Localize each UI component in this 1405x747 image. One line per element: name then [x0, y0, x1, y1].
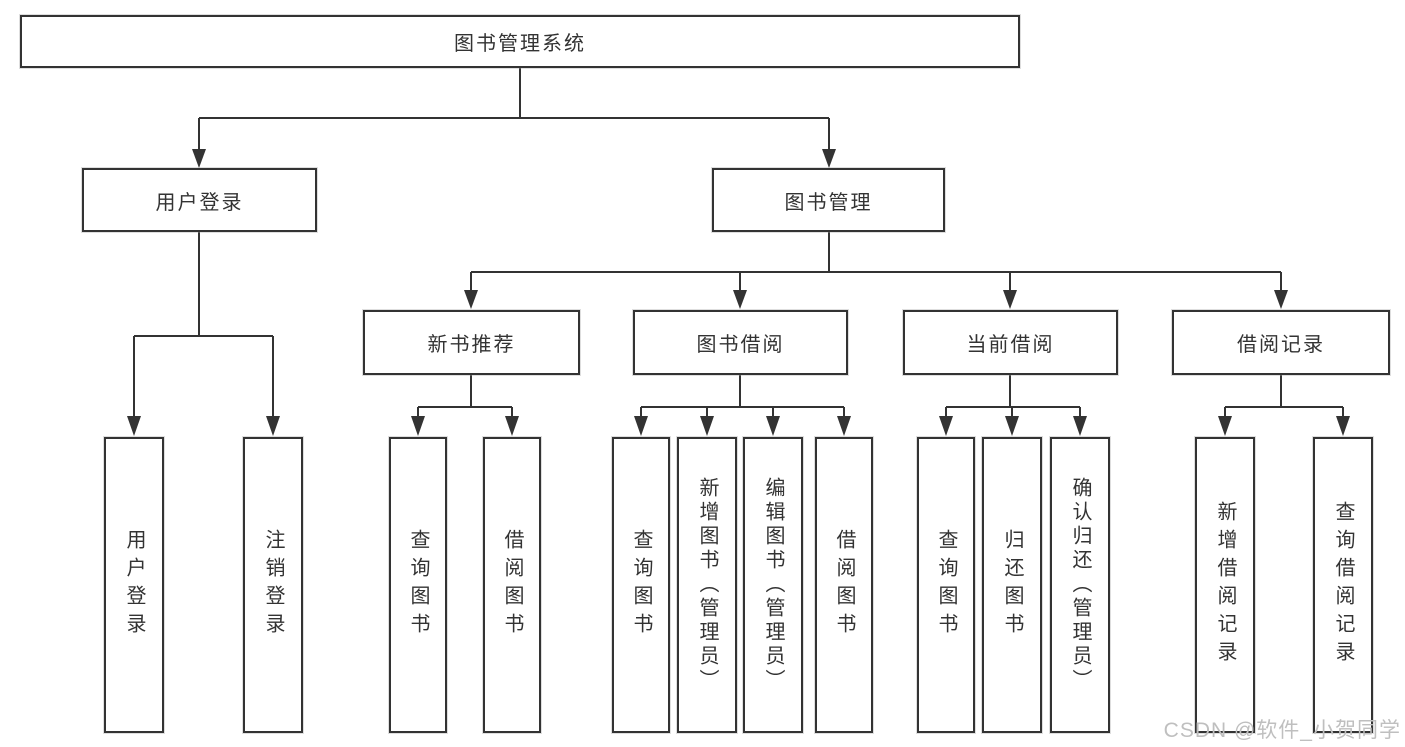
- arrow-down-icon: [822, 149, 836, 168]
- node-label: 借阅记录: [1237, 334, 1325, 356]
- node-user-login: 用户登录: [82, 168, 317, 232]
- node-label: 新增图书（管理员）: [696, 477, 718, 693]
- arrow-down-icon: [127, 416, 141, 436]
- node-label: 新书推荐: [427, 334, 516, 356]
- node-label: 查询图书: [630, 529, 652, 641]
- arrow-down-icon: [1003, 290, 1017, 309]
- arrow-down-icon: [411, 416, 425, 436]
- node-label: 图书借阅: [696, 334, 785, 356]
- node-label: 查询借阅记录: [1332, 501, 1354, 669]
- node-label: 注销登录: [262, 529, 284, 641]
- node-label: 用户登录: [155, 191, 244, 214]
- node-leaf-bb-query-books: 查询图书: [612, 437, 670, 733]
- node-leaf-bb-add-books-admin: 新增图书（管理员）: [677, 437, 737, 733]
- arrow-down-icon: [266, 416, 280, 436]
- node-label: 新增借阅记录: [1214, 501, 1236, 669]
- node-label: 查询图书: [935, 529, 957, 641]
- node-label: 确认归还（管理员）: [1069, 477, 1091, 693]
- node-label: 查询图书: [407, 529, 429, 641]
- csdn-watermark: CSDN @软件_小贺同学: [1163, 719, 1401, 742]
- arrow-down-icon: [837, 416, 851, 436]
- arrow-down-icon: [505, 416, 519, 436]
- node-leaf-logout: 注销登录: [243, 437, 303, 733]
- node-leaf-br-add-record: 新增借阅记录: [1195, 437, 1255, 733]
- node-label: 图书管理系统: [454, 33, 586, 55]
- arrow-down-icon: [1274, 290, 1288, 309]
- node-current-borrow: 当前借阅: [903, 310, 1118, 375]
- node-leaf-br-query-record: 查询借阅记录: [1313, 437, 1373, 733]
- node-leaf-bb-borrow-books: 借阅图书: [815, 437, 873, 733]
- node-label: 编辑图书（管理员）: [762, 477, 784, 693]
- node-root: 图书管理系统: [20, 15, 1020, 68]
- arrow-down-icon: [939, 416, 953, 436]
- node-label: 当前借阅: [966, 334, 1055, 356]
- node-leaf-user-login: 用户登录: [104, 437, 164, 733]
- arrow-down-icon: [1073, 416, 1087, 436]
- node-leaf-rec-borrow-books: 借阅图书: [483, 437, 541, 733]
- node-label: 图书管理: [784, 191, 873, 214]
- node-label: 借阅图书: [501, 529, 523, 641]
- node-borrow-record: 借阅记录: [1172, 310, 1390, 375]
- node-label: 归还图书: [1001, 529, 1023, 641]
- node-new-book-rec: 新书推荐: [363, 310, 580, 375]
- node-book-mgmt: 图书管理: [712, 168, 945, 232]
- node-label: 用户登录: [123, 529, 145, 641]
- arrow-down-icon: [700, 416, 714, 436]
- node-label: 借阅图书: [833, 529, 855, 641]
- arrow-down-icon: [1336, 416, 1350, 436]
- node-book-borrow: 图书借阅: [633, 310, 848, 375]
- arrow-down-icon: [766, 416, 780, 436]
- arrow-down-icon: [464, 290, 478, 309]
- arrow-down-icon: [1218, 416, 1232, 436]
- node-leaf-cb-query-books: 查询图书: [917, 437, 975, 733]
- node-leaf-cb-return-books: 归还图书: [982, 437, 1042, 733]
- arrow-down-icon: [1005, 416, 1019, 436]
- arrow-down-icon: [634, 416, 648, 436]
- arrow-down-icon: [192, 149, 206, 168]
- arrow-down-icon: [733, 290, 747, 309]
- node-leaf-cb-confirm-return-admin: 确认归还（管理员）: [1050, 437, 1110, 733]
- node-leaf-rec-query-books: 查询图书: [389, 437, 447, 733]
- node-leaf-bb-edit-books-admin: 编辑图书（管理员）: [743, 437, 803, 733]
